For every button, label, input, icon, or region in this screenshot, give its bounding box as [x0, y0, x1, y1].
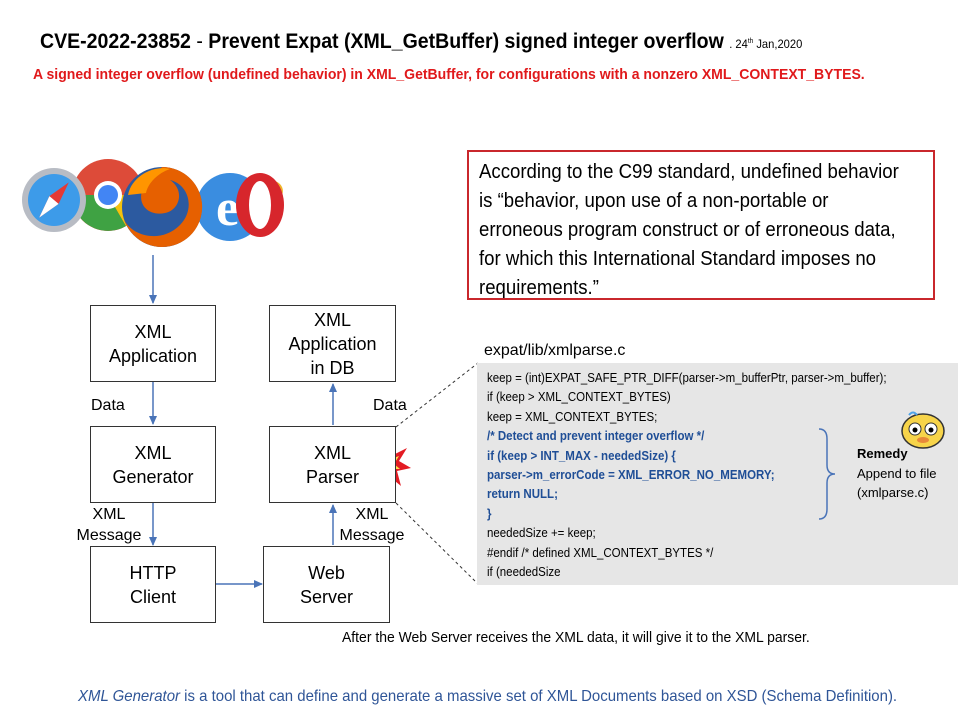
parser-note: After the Web Server receives the XML da… [342, 629, 810, 646]
title-date: . 24th Jan,2020 [729, 37, 802, 51]
cve-id: CVE-2022-23852 [40, 30, 191, 53]
box-label: Web [308, 562, 345, 583]
label-line: XML [355, 506, 389, 523]
title-separator: - [196, 30, 203, 53]
callout-line-bottom [395, 502, 479, 585]
code-line: return NULL; [487, 487, 558, 502]
safari-logo-icon [22, 168, 86, 232]
definition-line: for which this International Standard im… [479, 248, 877, 270]
box-label: Application [288, 333, 377, 354]
footer-text: is a tool that can define and generate a… [180, 688, 898, 705]
remedy-line: Append to file [857, 466, 937, 481]
remedy-brace-icon [818, 428, 836, 520]
code-line: if (neededSize [487, 565, 561, 579]
code-line: if (keep > INT_MAX - neededSize) { [487, 448, 676, 463]
svg-text:e: e [216, 180, 239, 237]
xml-message-label-left: XML Message [76, 504, 142, 546]
c99-definition-box: According to the C99 standard, undefined… [467, 150, 935, 300]
box-label: HTTP [129, 562, 177, 583]
date-suffix: Jan,2020 [753, 37, 803, 51]
callout-line-top [395, 362, 479, 428]
footer-note: XML Generator is a tool that can define … [78, 688, 897, 706]
definition-line: erroneous program construct or of errone… [479, 219, 896, 241]
definition-line: requirements.” [479, 277, 599, 299]
xml-application-box: XML Application [90, 305, 216, 382]
label-line: Message [76, 527, 142, 544]
xml-generator-box: XML Generator [90, 426, 216, 503]
xml-application-db-box: XML Application in DB [269, 305, 396, 382]
label-line: XML [92, 506, 126, 523]
remedy-line: (xmlparse.c) [857, 485, 929, 500]
box-label: XML [313, 442, 351, 463]
firefox-logo-icon [122, 166, 203, 247]
xml-message-label-right: XML Message [339, 504, 405, 546]
http-client-box: HTTP Client [90, 546, 216, 623]
remedy-title: Remedy [857, 446, 908, 461]
box-label: XML [313, 309, 351, 330]
definition-line: is “behavior, upon use of a non-portable… [479, 190, 829, 212]
date-sup: th [747, 38, 754, 45]
code-line: neededSize += keep; [487, 526, 596, 541]
subtitle: A signed integer overflow (undefined beh… [33, 66, 865, 83]
box-label: Generator [112, 466, 194, 487]
definition-line: According to the C99 standard, undefined… [479, 161, 899, 183]
date-prefix: . 24 [729, 37, 748, 51]
box-label: in DB [310, 357, 355, 378]
data-label-left: Data [91, 397, 125, 414]
code-line: keep = XML_CONTEXT_BYTES; [487, 409, 658, 424]
opera-logo-icon [236, 173, 284, 237]
label-line: Message [339, 527, 405, 544]
code-line: #endif /* defined XML_CONTEXT_BYTES */ [487, 545, 714, 560]
code-line: /* Detect and prevent integer overflow *… [487, 429, 705, 444]
browser-logos-illustration: e [22, 159, 284, 247]
xml-parser-box: XML Parser [269, 426, 396, 503]
box-label: XML [134, 442, 172, 463]
code-line: } [487, 506, 492, 521]
box-label: Parser [305, 466, 359, 487]
cartoon-character-icon [901, 411, 945, 449]
code-line: keep = (int)EXPAT_SAFE_PTR_DIFF(parser->… [487, 371, 887, 385]
source-file-label: expat/lib/xmlparse.c [484, 342, 626, 359]
footer-term: XML Generator [78, 688, 181, 705]
code-snippet-panel: keep = (int)EXPAT_SAFE_PTR_DIFF(parser->… [477, 363, 958, 585]
box-label: Server [299, 586, 353, 607]
web-server-box: Web Server [263, 546, 390, 623]
data-label-right: Data [373, 397, 407, 414]
title-main: Prevent Expat (XML_GetBuffer) signed int… [208, 30, 724, 53]
box-label: Client [129, 586, 177, 607]
page-title: CVE-2022-23852 - Prevent Expat (XML_GetB… [40, 30, 877, 54]
code-line: if (keep > XML_CONTEXT_BYTES) [487, 390, 671, 405]
box-label: XML [134, 321, 172, 342]
code-line: parser->m_errorCode = XML_ERROR_NO_MEMOR… [487, 468, 775, 482]
box-label: Application [108, 345, 198, 366]
